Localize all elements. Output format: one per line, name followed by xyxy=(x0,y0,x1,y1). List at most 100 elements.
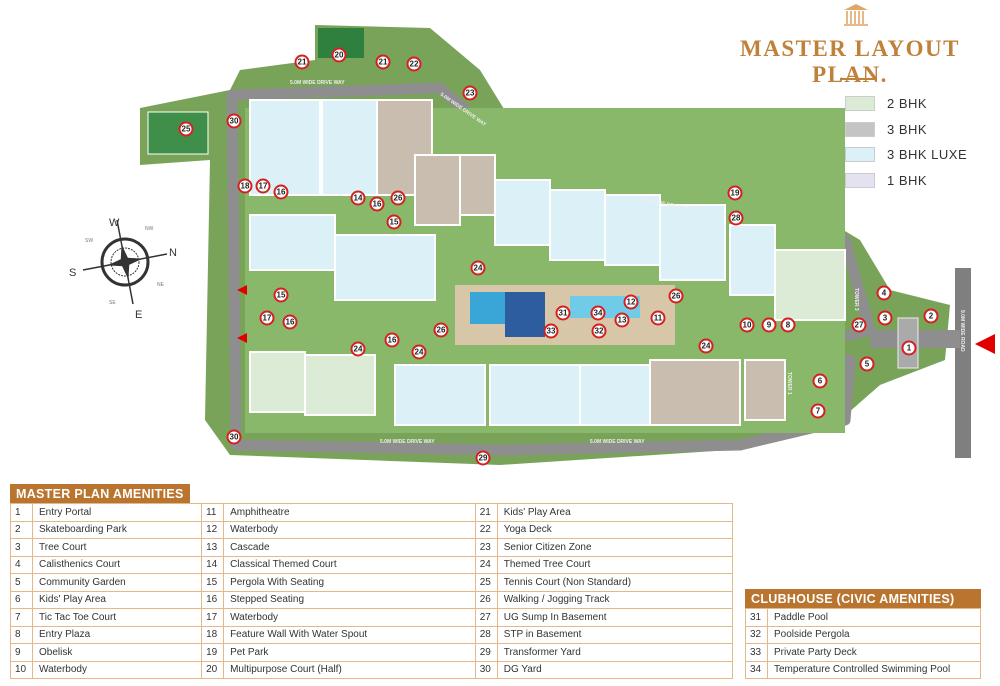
amenity-marker: 21 xyxy=(294,54,310,70)
amenity-marker: 16 xyxy=(369,196,385,212)
svg-text:SE: SE xyxy=(109,300,116,306)
amenity-number: 32 xyxy=(745,625,768,644)
amenity-name: Yoga Deck xyxy=(496,520,734,539)
amenity-name: Paddle Pool xyxy=(767,608,981,627)
main-road xyxy=(955,268,971,458)
road-label: 5.0M WIDE DRIVE WAY xyxy=(590,439,645,445)
legend-label: 3 BHK LUXE xyxy=(887,147,968,163)
amenity-number: 4 xyxy=(10,555,33,574)
svg-text:NE: NE xyxy=(157,282,165,288)
amenity-name: Themed Tree Court xyxy=(496,555,734,574)
amenity-marker: 32 xyxy=(591,323,607,339)
amenity-number: 31 xyxy=(745,608,768,627)
amenity-name: Kids' Play Area xyxy=(31,590,203,609)
amenity-marker: 16 xyxy=(384,332,400,348)
residential-block xyxy=(494,179,551,246)
amenity-marker: 10 xyxy=(739,317,755,333)
amenity-marker: 15 xyxy=(273,287,289,303)
amenity-marker: 17 xyxy=(255,178,271,194)
svg-text:E: E xyxy=(135,309,142,321)
amenity-number: 23 xyxy=(474,538,498,557)
amenity-marker: 17 xyxy=(259,310,275,326)
amenity-marker: 30 xyxy=(226,429,242,445)
residential-block xyxy=(489,364,581,426)
amenity-name: Private Party Deck xyxy=(767,643,981,662)
amenity-number: 19 xyxy=(201,643,225,662)
amenity-name: Tree Court xyxy=(31,538,203,557)
amenity-number: 16 xyxy=(201,590,225,609)
legend-swatch xyxy=(845,96,875,112)
road-label: 5.0M WIDE DRIVE WAY xyxy=(380,439,435,445)
entry-arrow-icon xyxy=(237,333,247,343)
amenity-name: Kids' Play Area xyxy=(496,503,734,522)
page-title: MASTER LAYOUT PLAN. xyxy=(740,36,960,87)
amenity-marker: 30 xyxy=(226,113,242,129)
svg-text:SW: SW xyxy=(85,238,93,244)
amenity-name: Skateboarding Park xyxy=(31,520,203,539)
amenity-marker: 21 xyxy=(375,54,391,70)
amenity-name: Cascade xyxy=(223,538,476,557)
title-divider xyxy=(840,78,874,80)
residential-block xyxy=(549,189,606,261)
residential-block xyxy=(304,354,376,416)
amenity-name: Multipurpose Court (Half) xyxy=(223,660,476,679)
amenity-number: 25 xyxy=(474,573,498,592)
residential-block xyxy=(459,154,496,216)
unit-type-legend: 2 BHK 3 BHK 3 BHK LUXE 1 BHK xyxy=(845,91,967,193)
amenity-number: 11 xyxy=(201,503,225,522)
residential-block xyxy=(249,351,306,413)
site-plan-map: 5.0M WIDE DRIVE WAY 5.0M WIDE DRIVE WAY … xyxy=(69,25,995,465)
amenity-marker: 24 xyxy=(698,338,714,354)
legend-item-3bhk: 3 BHK xyxy=(845,117,967,143)
amenity-marker: 27 xyxy=(851,317,867,333)
legend-swatch xyxy=(845,121,875,137)
amenity-marker: 26 xyxy=(668,288,684,304)
amenity-marker: 9 xyxy=(761,317,777,333)
residential-block xyxy=(414,154,461,226)
amenity-marker: 7 xyxy=(810,403,826,419)
amenity-marker: 11 xyxy=(650,310,666,326)
amenity-name: Classical Themed Court xyxy=(223,555,476,574)
amenity-number: 20 xyxy=(201,660,225,679)
amenity-number: 22 xyxy=(474,520,498,539)
amenity-marker: 19 xyxy=(727,185,743,201)
amenity-number: 5 xyxy=(10,573,33,592)
amenity-name: Community Garden xyxy=(31,573,203,592)
amenity-name: Pergola With Seating xyxy=(223,573,476,592)
residential-block xyxy=(604,194,661,266)
amenity-marker: 14 xyxy=(350,190,366,206)
amenity-number: 8 xyxy=(10,625,33,644)
amenity-number: 2 xyxy=(10,520,33,539)
amenity-marker: 26 xyxy=(433,322,449,338)
tower-label: TOWER 3 xyxy=(853,288,859,311)
svg-text:N: N xyxy=(169,247,177,259)
amenity-marker: 24 xyxy=(350,341,366,357)
amenity-number: 13 xyxy=(201,538,225,557)
amenity-name: Waterbody xyxy=(31,660,203,679)
residential-block xyxy=(659,204,726,281)
legend-item-3bhk-luxe: 3 BHK LUXE xyxy=(845,142,967,168)
svg-text:NW: NW xyxy=(145,226,154,232)
amenity-number: 21 xyxy=(474,503,498,522)
amenity-number: 26 xyxy=(474,590,498,609)
entry-arrow-icon xyxy=(237,285,247,295)
amenity-marker: 6 xyxy=(812,373,828,389)
residential-block xyxy=(774,249,846,321)
amenity-name: Waterbody xyxy=(223,608,476,627)
amenity-marker: 33 xyxy=(543,323,559,339)
amenity-name: Tic Tac Toe Court xyxy=(31,608,203,627)
svg-text:S: S xyxy=(69,267,76,279)
amenity-marker: 28 xyxy=(728,210,744,226)
amenity-marker: 29 xyxy=(475,450,491,466)
amenity-name: Amphitheatre xyxy=(223,503,476,522)
amenity-number: 9 xyxy=(10,643,33,662)
amenity-marker: 34 xyxy=(590,305,606,321)
amenity-name: Senior Citizen Zone xyxy=(496,538,734,557)
